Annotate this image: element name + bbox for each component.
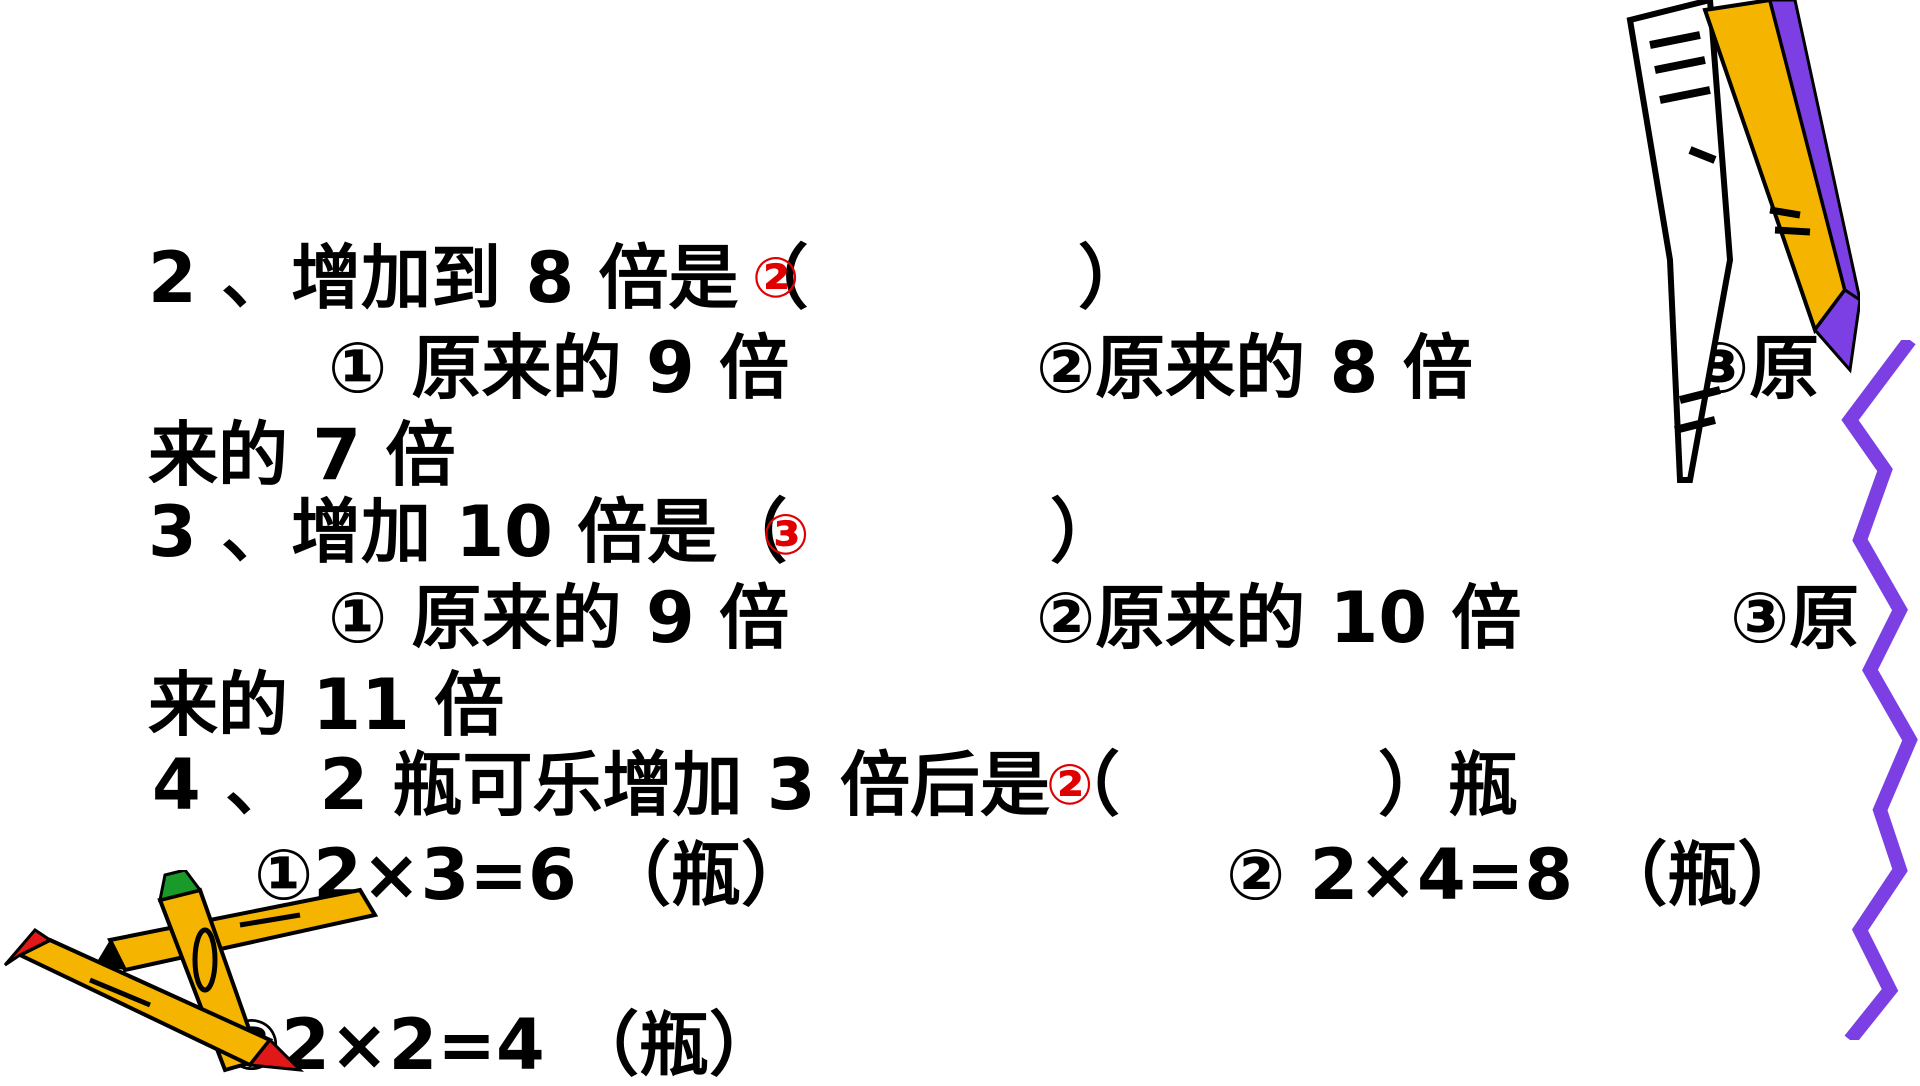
pen-clipart-icon bbox=[1626, 0, 1860, 483]
q3-answer: ③ bbox=[762, 503, 810, 568]
q2-stem: 2 、增加到 8 倍是（ bbox=[148, 237, 809, 319]
q4-option-3: ③2×2=4 （瓶） bbox=[222, 1004, 780, 1086]
q4-stem: 4 、 2 瓶可乐增加 3 倍后是（ bbox=[152, 744, 1120, 826]
q3-stem: 3 、增加 10 倍是（ bbox=[148, 491, 788, 573]
q4-stem-close: ）瓶 bbox=[1378, 744, 1518, 826]
q2-stem-close: ） bbox=[1078, 237, 1148, 319]
q3-option-2: ②原来的 10 倍 bbox=[1036, 577, 1522, 659]
q3-option-1: ① 原来的 9 倍 bbox=[328, 577, 790, 659]
purple-wave-decoration-icon bbox=[1841, 340, 1918, 1040]
q2-option-1: ① 原来的 9 倍 bbox=[328, 327, 790, 409]
q4-option-2: ② 2×4=8 （瓶） bbox=[1226, 834, 1808, 916]
q2-option-3-end: 来的 7 倍 bbox=[148, 414, 456, 496]
q4-answer: ② bbox=[1046, 753, 1094, 818]
q2-answer: ② bbox=[752, 246, 800, 311]
q2-option-2: ②原来的 8 倍 bbox=[1036, 327, 1473, 409]
q3-option-3-end: 来的 11 倍 bbox=[148, 664, 505, 746]
q3-option-3-start: ③原 bbox=[1730, 577, 1860, 659]
q3-stem-close: ） bbox=[1050, 491, 1120, 573]
crossed-pencils-icon bbox=[3, 870, 379, 1073]
